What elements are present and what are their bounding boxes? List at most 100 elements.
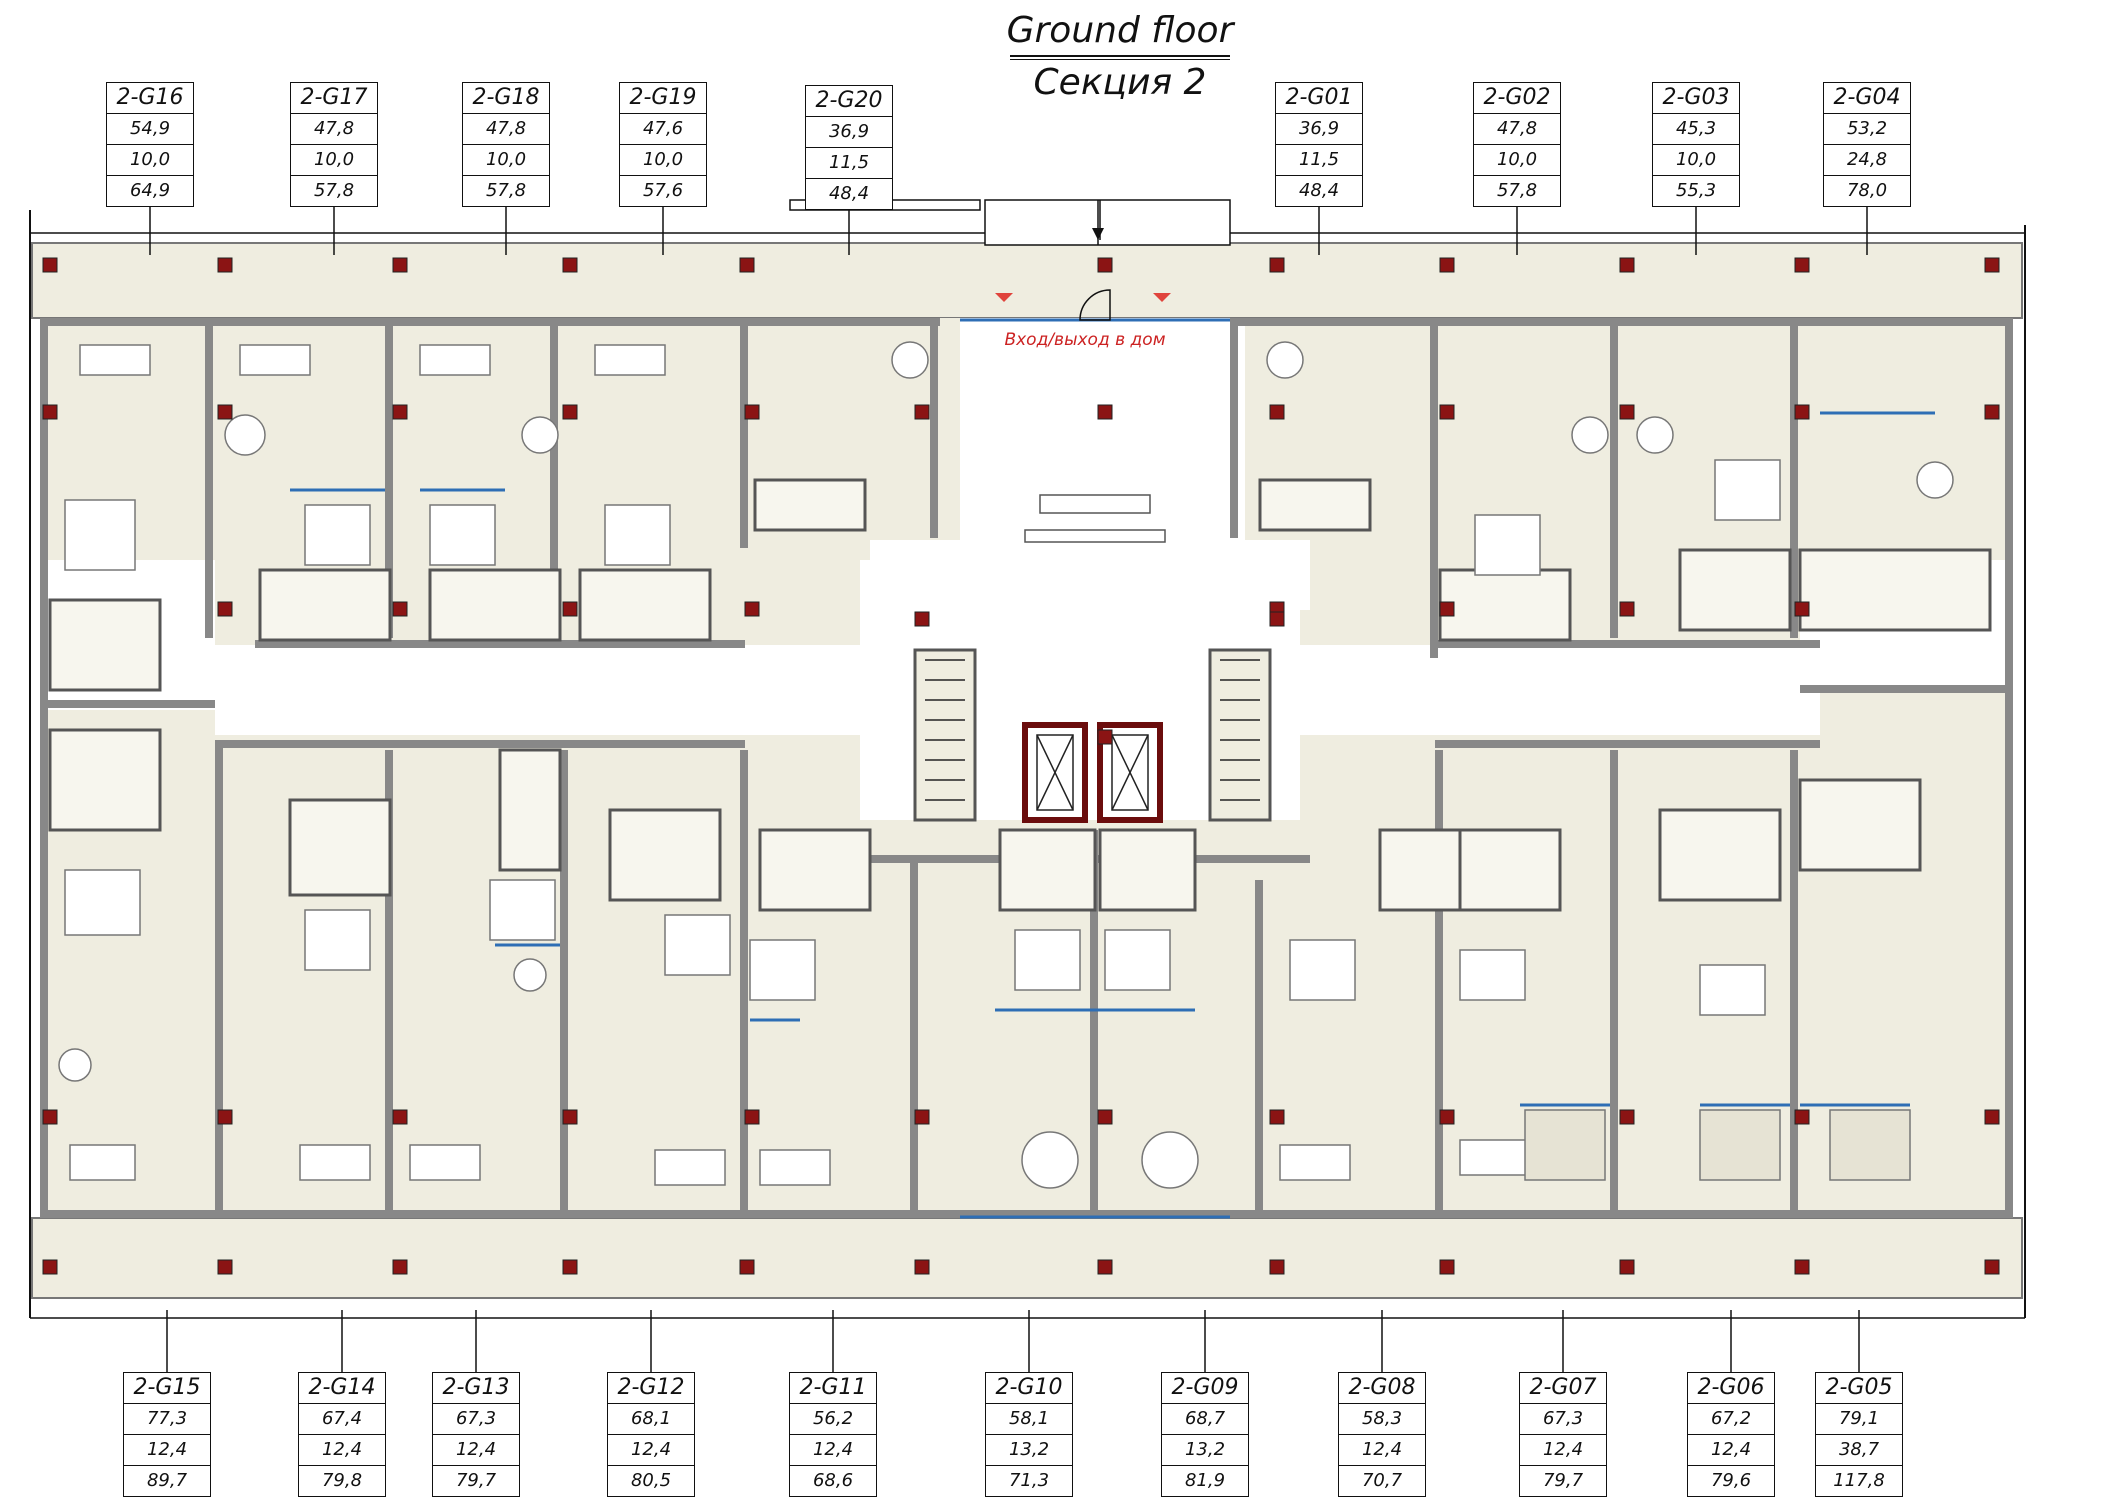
- column-marker: [392, 257, 408, 273]
- title-underline: [1010, 55, 1230, 57]
- unit-code: 2-G14: [299, 1373, 385, 1404]
- unit-terrace-area: 11,5: [1276, 145, 1362, 176]
- column-marker: [1097, 257, 1113, 273]
- unit-code: 2-G20: [806, 86, 892, 117]
- unit-total-area: 79,6: [1710, 1470, 1752, 1491]
- column-marker: [744, 1109, 760, 1125]
- unit-code: 2-G05: [1816, 1373, 1902, 1404]
- unit-terrace-area: 12,4: [433, 1435, 519, 1466]
- column-marker: [1269, 404, 1285, 420]
- unit-living-area: 77,3: [124, 1404, 210, 1435]
- column-marker: [392, 1259, 408, 1275]
- unit-terrace-area: 12,4: [1688, 1435, 1774, 1466]
- unit-terrace-area: 13,2: [1162, 1435, 1248, 1466]
- title-underline-2: [1010, 59, 1230, 60]
- unit-living-area: 68,7: [1162, 1404, 1248, 1435]
- unit-code: 2-G03: [1653, 83, 1739, 114]
- column-marker: [739, 1259, 755, 1275]
- column-marker: [1794, 1109, 1810, 1125]
- unit-terrace-area: 13,2: [986, 1435, 1072, 1466]
- section-title: Секция 2: [1033, 62, 1207, 103]
- column-marker: [1794, 404, 1810, 420]
- unit-living-area: 47,8: [1474, 114, 1560, 145]
- unit-living-area: 58,1: [986, 1404, 1072, 1435]
- unit-terrace-area: 10,0: [107, 145, 193, 176]
- unit-terrace-area: 10,0: [620, 145, 706, 176]
- column-marker: [1097, 1259, 1113, 1275]
- column-marker: [562, 1259, 578, 1275]
- unit-code: 2-G01: [1276, 83, 1362, 114]
- unit-living-area: 67,3: [433, 1404, 519, 1435]
- unit-terrace-area: 10,0: [1474, 145, 1560, 176]
- unit-total-area: 79,8: [321, 1470, 363, 1491]
- column-marker: [1439, 404, 1455, 420]
- unit-living-area: 47,8: [291, 114, 377, 145]
- column-marker: [1984, 1109, 2000, 1125]
- column-marker: [1794, 601, 1810, 617]
- column-marker: [1619, 1259, 1635, 1275]
- unit-living-area: 67,2: [1688, 1404, 1774, 1435]
- unit-total-area: 81,9: [1184, 1470, 1226, 1491]
- column-marker: [217, 257, 233, 273]
- column-marker: [42, 1259, 58, 1275]
- unit-code: 2-G19: [620, 83, 706, 114]
- column-marker: [1794, 257, 1810, 273]
- column-marker: [744, 601, 760, 617]
- unit-terrace-area: 12,4: [1339, 1435, 1425, 1466]
- unit-code: 2-G08: [1339, 1373, 1425, 1404]
- unit-total-area: 57,8: [485, 180, 527, 201]
- column-marker: [1794, 1259, 1810, 1275]
- unit-code: 2-G17: [291, 83, 377, 114]
- column-marker: [739, 257, 755, 273]
- column-marker: [914, 611, 930, 627]
- column-marker: [914, 404, 930, 420]
- unit-total-area: 55,3: [1675, 180, 1717, 201]
- unit-code: 2-G18: [463, 83, 549, 114]
- unit-code: 2-G11: [790, 1373, 876, 1404]
- column-marker: [392, 404, 408, 420]
- unit-terrace-area: 38,7: [1816, 1435, 1902, 1466]
- unit-living-area: 67,3: [1520, 1404, 1606, 1435]
- column-marker: [562, 1109, 578, 1125]
- unit-total-area: 48,4: [1298, 180, 1340, 201]
- unit-terrace-area: 12,4: [790, 1435, 876, 1466]
- column-marker: [1984, 1259, 2000, 1275]
- column-marker: [1269, 1109, 1285, 1125]
- unit-living-area: 68,1: [608, 1404, 694, 1435]
- unit-living-area: 53,2: [1824, 114, 1910, 145]
- column-marker: [1439, 1109, 1455, 1125]
- unit-total-area: 64,9: [129, 180, 171, 201]
- column-marker: [1097, 404, 1113, 420]
- unit-living-area: 36,9: [806, 117, 892, 148]
- column-marker: [217, 1259, 233, 1275]
- stair-east: [1208, 648, 1272, 822]
- unit-total-area: 57,8: [1496, 180, 1538, 201]
- unit-terrace-area: 10,0: [463, 145, 549, 176]
- unit-code: 2-G13: [433, 1373, 519, 1404]
- unit-code: 2-G04: [1824, 83, 1910, 114]
- unit-code: 2-G12: [608, 1373, 694, 1404]
- unit-terrace-area: 12,4: [1520, 1435, 1606, 1466]
- unit-living-area: 54,9: [107, 114, 193, 145]
- unit-total-area: 80,5: [630, 1470, 672, 1491]
- column-marker: [1439, 257, 1455, 273]
- west-corridor: [215, 645, 865, 735]
- unit-terrace-area: 12,4: [299, 1435, 385, 1466]
- unit-living-area: 47,8: [463, 114, 549, 145]
- unit-terrace-area: 24,8: [1824, 145, 1910, 176]
- column-marker: [744, 404, 760, 420]
